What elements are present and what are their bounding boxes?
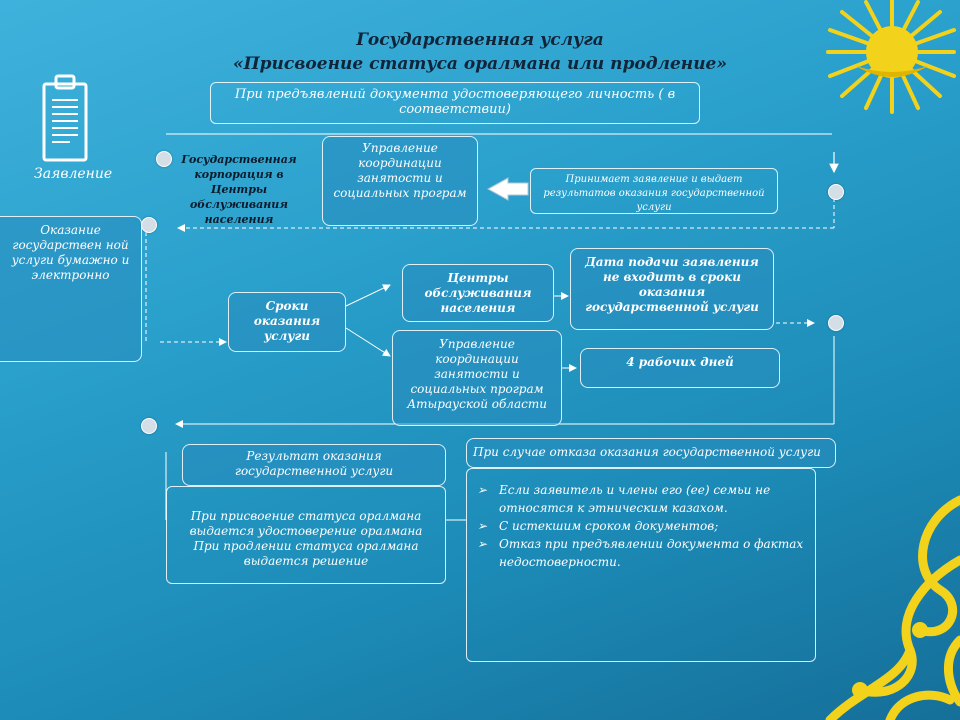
check-arrow-icon: ➢ bbox=[477, 519, 488, 533]
flow-node bbox=[828, 315, 844, 331]
list-item: ➢Отказ при предъявлении документа о факт… bbox=[477, 537, 804, 569]
flow-node bbox=[141, 217, 157, 233]
flow-node bbox=[156, 151, 172, 167]
date-note-box: Дата подачи заявления не входить в сроки… bbox=[570, 248, 774, 330]
list-item: ➢С истекшим сроком документов; bbox=[477, 519, 719, 533]
result-title-box: Результат оказания государственной услуг… bbox=[182, 444, 446, 486]
refusal-title-box: При случае отказа оказания государственн… bbox=[466, 438, 836, 468]
check-arrow-icon: ➢ bbox=[477, 537, 488, 551]
terms-box: Сроки оказания услуги bbox=[228, 292, 346, 352]
refusal-list-box: ➢Если заявитель и члены его (ее) семьи н… bbox=[466, 468, 816, 662]
centers-box: Центры обслуживания населения bbox=[402, 264, 554, 322]
sun-emblem-icon bbox=[826, 0, 956, 114]
result-body-box: При присвоение статуса оралмана выдается… bbox=[166, 486, 446, 584]
accepts-box: Принимает заявление и выдает результатов… bbox=[530, 168, 778, 214]
gov-corp-label: Государственная корпорация в Центры обсл… bbox=[181, 153, 297, 226]
days-box: 4 рабочих дней bbox=[580, 348, 780, 388]
title-line-2: «Присвоение статуса оралмана или продлен… bbox=[232, 54, 727, 74]
id-document-box: При предъявлений документа удостоверяюще… bbox=[210, 82, 700, 124]
flow-node bbox=[141, 418, 157, 434]
check-arrow-icon: ➢ bbox=[477, 483, 488, 497]
delivery-box: Оказание государствен ной услуги бумажно… bbox=[0, 216, 142, 362]
list-item: ➢Если заявитель и члены его (ее) семьи н… bbox=[477, 483, 771, 515]
clipboard-icon bbox=[42, 74, 88, 162]
dept-full-box: Управление координации занятости и социа… bbox=[392, 330, 562, 426]
application-label: Заявление bbox=[34, 166, 113, 182]
title-line-1: Государственная услуга bbox=[356, 30, 604, 50]
flow-node bbox=[828, 184, 844, 200]
ornament-icon bbox=[825, 495, 960, 720]
dept-short-box: Управление координации занятости и социа… bbox=[322, 136, 478, 226]
refusal-list: ➢Если заявитель и члены его (ее) семьи н… bbox=[477, 481, 805, 571]
